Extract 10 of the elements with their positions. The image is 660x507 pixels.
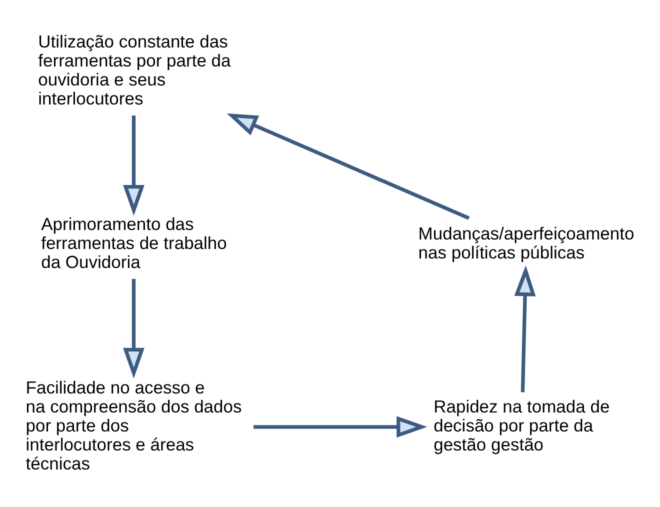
node-text: Aprimoramento das ferramentas de trabalho da Ouvidoria xyxy=(41,214,227,272)
node-text: Mudanças/aperfeiçoamento nas políticas públicas xyxy=(418,223,634,262)
arrow xyxy=(123,115,144,216)
node-text: Rapidez na tomada de decisão por parte da gestão gestão xyxy=(434,396,610,454)
arrow xyxy=(123,278,144,378)
arrow xyxy=(254,416,428,438)
node-text: Facilidade no acesso e na compreensão dos dados por parte dos interlocutores e áreas técnicas xyxy=(26,376,242,473)
arrow xyxy=(514,264,536,392)
node-text: Utilização constante das ferramentas por parte da ouvidoria e seus interlocutores xyxy=(38,31,231,108)
arrow xyxy=(226,112,470,220)
